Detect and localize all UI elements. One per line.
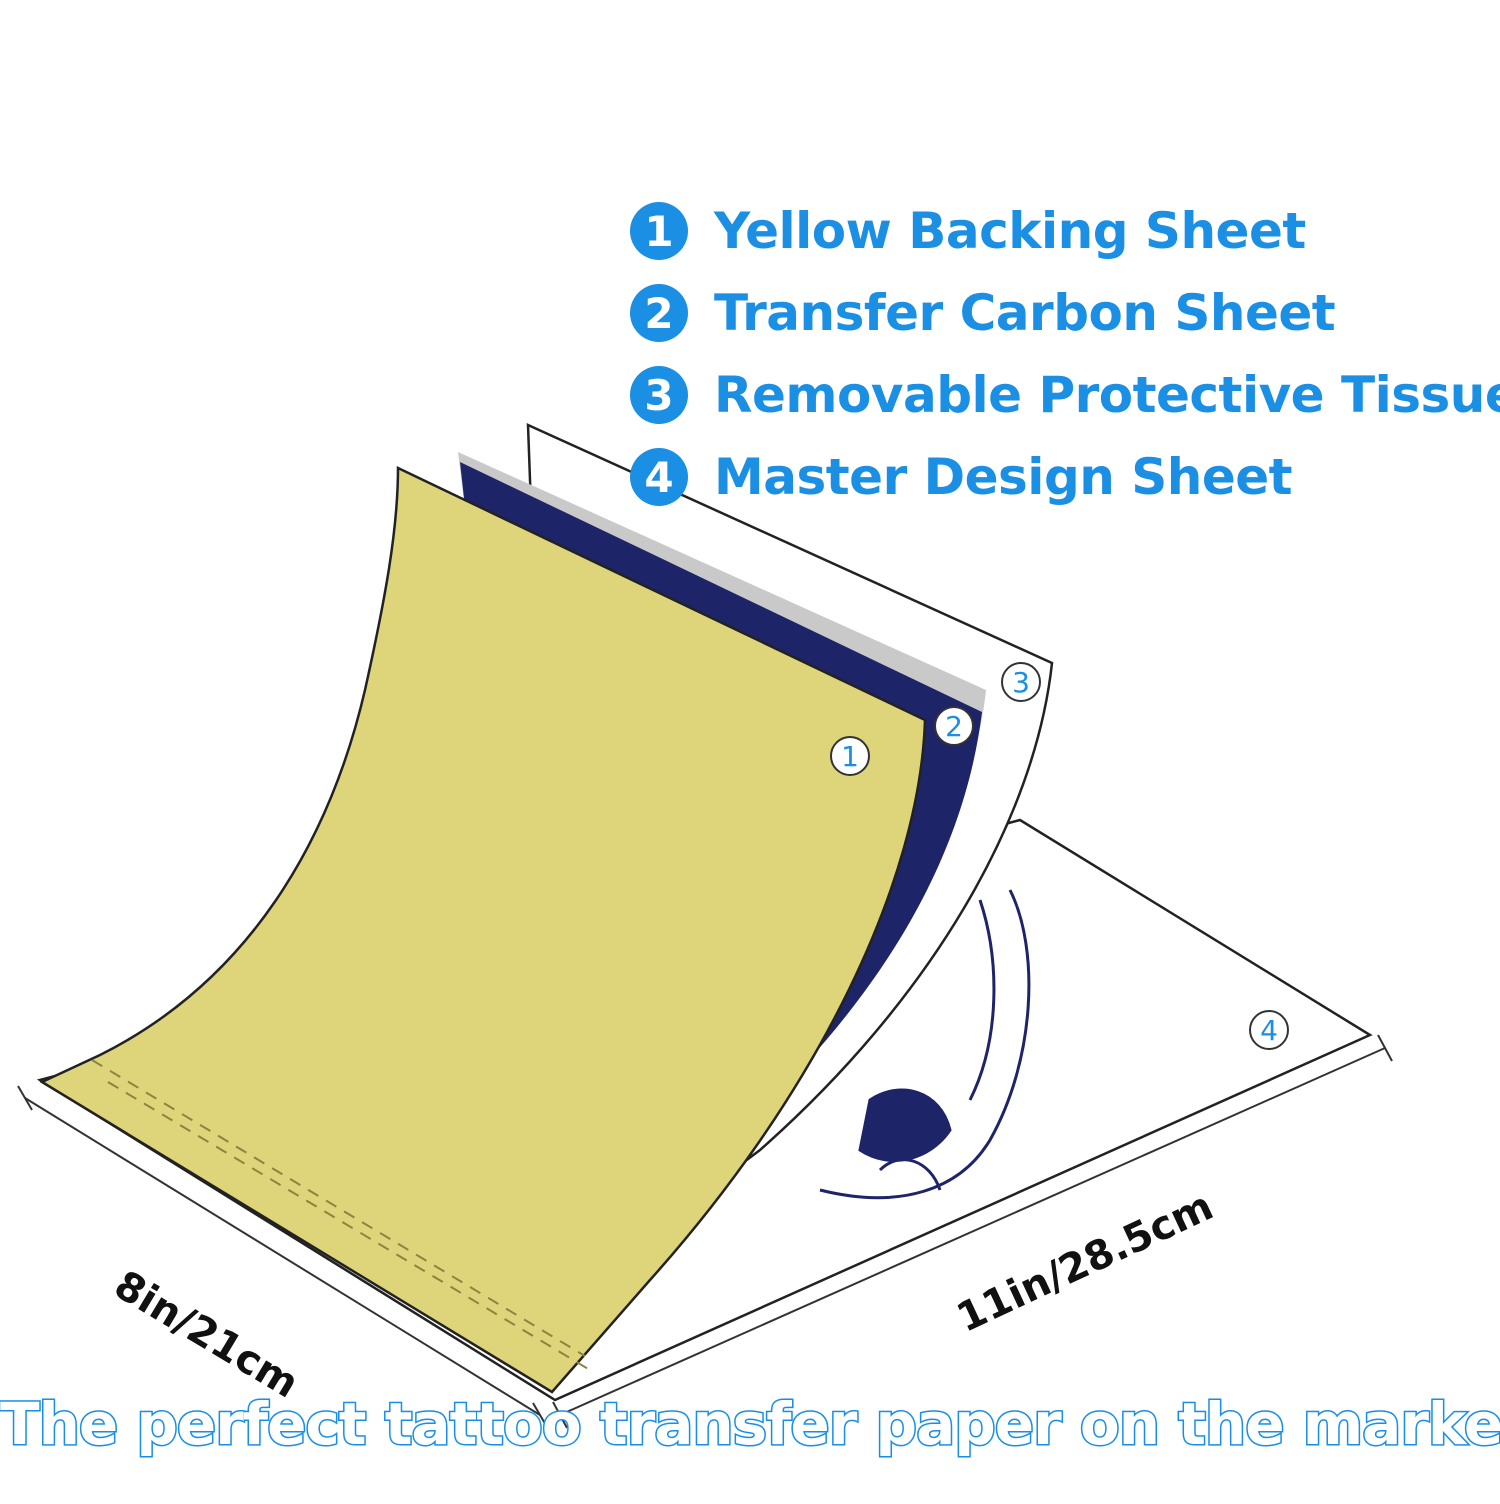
legend-label: Removable Protective Tissue <box>714 366 1500 424</box>
legend-item-master-design: 4 Master Design Sheet <box>630 436 1490 518</box>
callout-3: 3 <box>1001 662 1041 702</box>
legend-item-transfer-carbon: 2 Transfer Carbon Sheet <box>630 272 1490 354</box>
callout-4: 4 <box>1249 1010 1289 1050</box>
legend-number-badge: 2 <box>630 284 688 342</box>
dimension-lines <box>17 1034 1393 1429</box>
legend-label: Yellow Backing Sheet <box>714 202 1306 260</box>
legend-number-badge: 3 <box>630 366 688 424</box>
callout-2: 2 <box>934 706 974 746</box>
legend-number-badge: 4 <box>630 448 688 506</box>
tattoo-design-art <box>819 889 1031 1200</box>
perforation-lines <box>91 1059 591 1371</box>
legend-number-badge: 1 <box>630 202 688 260</box>
yellow-backing-sheet <box>39 466 927 1394</box>
legend-label: Master Design Sheet <box>714 448 1293 506</box>
callout-1: 1 <box>830 736 870 776</box>
legend-label: Transfer Carbon Sheet <box>714 284 1336 342</box>
legend-item-protective-tissue: 3 Removable Protective Tissue <box>630 354 1500 436</box>
layer-legend: 1 Yellow Backing Sheet 2 Transfer Carbon… <box>630 190 1500 518</box>
tagline: The perfect tattoo transfer paper on the… <box>0 1389 1500 1460</box>
legend-item-yellow-backing: 1 Yellow Backing Sheet <box>630 190 1490 272</box>
